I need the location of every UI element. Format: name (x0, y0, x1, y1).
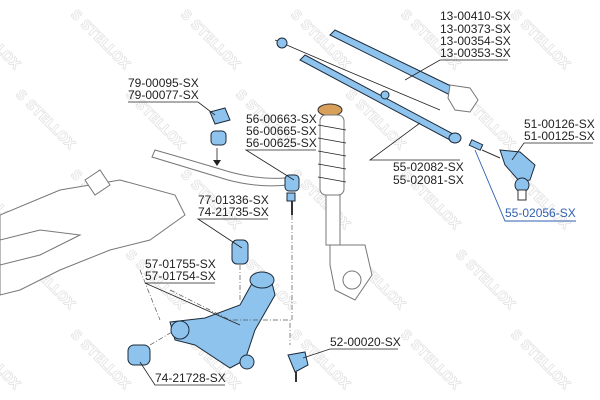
part-number: 57-01755-SX (145, 257, 216, 271)
label-tie-rod-end: 51-00126-SX 51-00125-SX (524, 117, 595, 143)
subframe (0, 169, 186, 296)
part-number: 55-02082-SX (393, 160, 464, 174)
part-number: 56-00665-SX (246, 124, 317, 138)
ball-joint (287, 351, 309, 382)
label-stabilizer-bushing: 79-00095-SX 79-00077-SX (128, 76, 199, 102)
arm-bushing-rear (127, 344, 151, 366)
control-arm (169, 271, 276, 370)
watermark-text: S STELLOX (0, 327, 23, 393)
part-number: 56-00663-SX (246, 112, 317, 126)
part-number: 51-00125-SX (524, 129, 595, 143)
stabilizer-bushing (209, 107, 231, 166)
part-number: 13-00354-SX (440, 34, 511, 48)
tie-rod (299, 54, 462, 144)
tie-rod-adjuster (468, 139, 484, 151)
part-number: 57-01754-SX (145, 269, 216, 283)
steering-rack (274, 29, 479, 113)
watermark-text: S STELLOX (177, 7, 243, 73)
watermark-text: S STELLOX (507, 7, 573, 73)
part-number: 13-00410-SX (440, 9, 511, 23)
label-stabilizer-link: 56-00663-SX 56-00665-SX 56-00625-SX (246, 112, 317, 150)
watermark-text: S STELLOX (67, 7, 133, 73)
label-tie-rod: 55-02082-SX 55-02081-SX (393, 160, 464, 187)
part-number: 13-00353-SX (440, 46, 511, 60)
part-number: 56-00625-SX (246, 136, 317, 150)
label-arm-bushing-rear: 74-21728-SX (155, 371, 226, 385)
stabilizer-bar (151, 149, 289, 187)
watermark-text: S STELLOX (67, 327, 133, 393)
part-number: 79-00077-SX (128, 88, 199, 102)
label-control-arm: 57-01755-SX 57-01754-SX (145, 257, 216, 283)
label-rack: 13-00410-SX 13-00373-SX 13-00354-SX 13-0… (440, 9, 511, 60)
part-number: 79-00095-SX (128, 76, 199, 90)
leader-lines (128, 59, 593, 386)
strut-assembly (317, 103, 373, 301)
highlighted-part-number[interactable]: 55-02056-SX (505, 206, 576, 220)
arm-bushing-front (231, 239, 249, 265)
watermark-text: S STELLOX (397, 327, 463, 393)
part-number: 51-00126-SX (524, 117, 595, 131)
stabilizer-link (284, 174, 300, 215)
watermark-text: S STELLOX (452, 247, 518, 313)
part-number: 77-01336-SX (198, 193, 269, 207)
watermark-text: S STELLOX (0, 7, 23, 73)
label-ball-joint: 52-00020-SX (330, 335, 401, 349)
part-number: 55-02081-SX (393, 173, 464, 187)
label-arm-bushing-front: 77-01336-SX 74-21735-SX (198, 193, 269, 219)
part-number: 13-00373-SX (440, 22, 511, 36)
part-number: 74-21735-SX (198, 205, 269, 219)
watermark-text: S STELLOX (12, 87, 78, 153)
tie-rod-end (499, 149, 536, 201)
watermark-text: S STELLOX (507, 327, 573, 393)
